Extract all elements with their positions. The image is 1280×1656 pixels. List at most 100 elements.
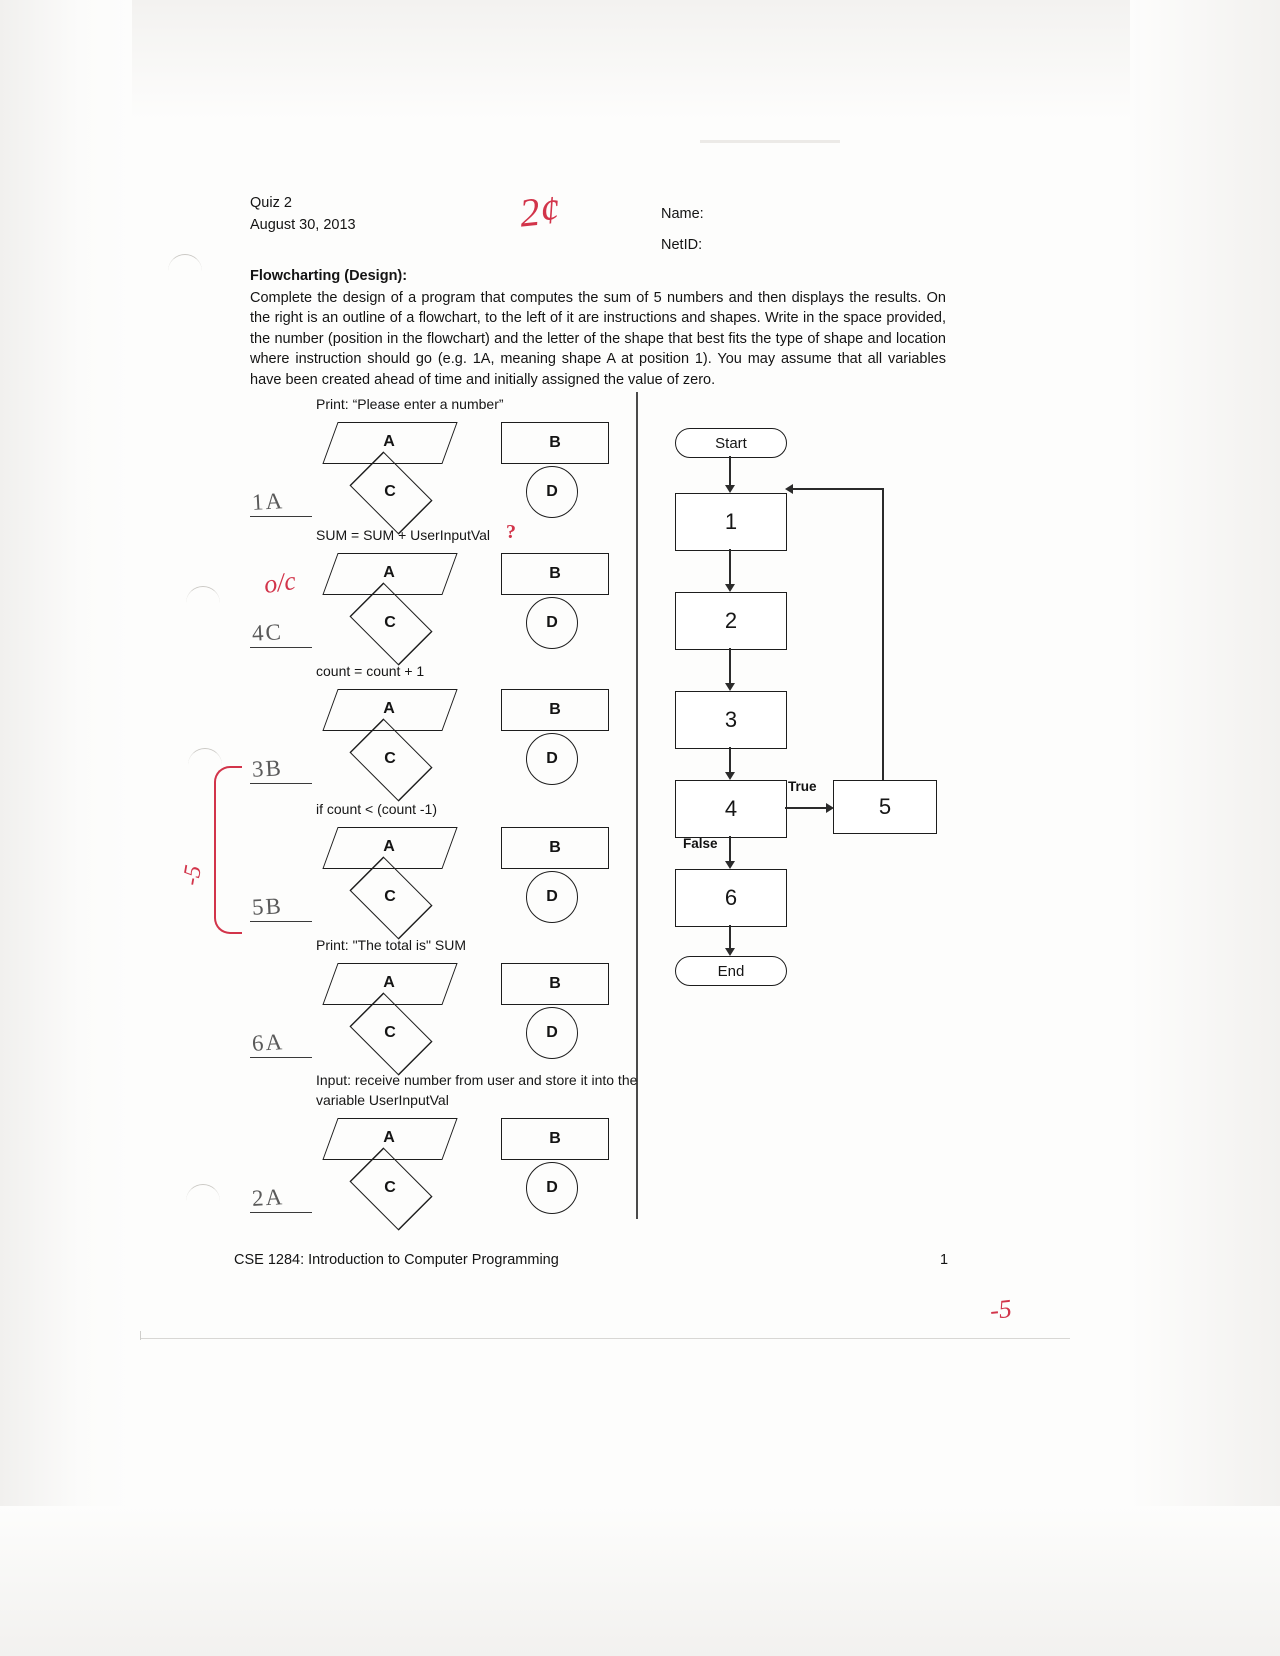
question-prompt: Input: receive number from user and stor… <box>316 1072 638 1108</box>
shape-rectangle[interactable]: B <box>501 422 609 464</box>
question-group: Print: “Please enter a number” A B C D 1… <box>250 396 630 535</box>
question-prompt: SUM = SUM + UserInputVal <box>316 527 491 543</box>
shape-circle[interactable]: D <box>526 466 578 518</box>
question-prompt: Print: “Please enter a number” <box>316 396 504 412</box>
shape-parallelogram-letter: A <box>383 974 395 991</box>
shape-diamond-wrap: C <box>344 451 436 535</box>
scan-artifact-hairline <box>140 1338 1070 1339</box>
answer-blank[interactable]: 3B <box>250 755 312 784</box>
flowchart-node-4: 4 <box>675 780 787 838</box>
quiz-date: August 30, 2013 <box>250 217 356 233</box>
binder-arc-icon <box>186 586 220 603</box>
answer-blank[interactable]: 2A <box>250 1184 312 1213</box>
flowchart-arrowhead <box>725 485 735 493</box>
flowchart-connector <box>729 925 731 951</box>
quiz-header: Quiz 2 August 30, 2013 <box>250 192 356 236</box>
shape-rectangle[interactable]: B <box>501 689 609 731</box>
shape-options-row: A B C D <box>250 827 630 940</box>
shape-diamond-wrap: C <box>344 718 436 802</box>
flowchart-node-5: 5 <box>833 780 937 834</box>
student-identity-block: Name: NetID: <box>661 199 704 261</box>
shape-diamond-letter: C <box>384 888 396 905</box>
question-prompt: if count < (count -1) <box>316 801 438 817</box>
name-label: Name: <box>661 206 704 222</box>
grader-deduction-annotation: -5 <box>177 863 208 888</box>
flowchart-arrowhead <box>826 803 834 813</box>
question-group: if count < (count -1) A B C D 5B <box>250 801 630 940</box>
answer-blank[interactable]: 4C <box>250 619 312 648</box>
flowchart-connector <box>729 456 731 488</box>
grader-ok-annotation: o/c <box>262 565 298 600</box>
question-prompt: Print: "The total is" SUM <box>316 937 466 953</box>
answer-blank[interactable]: 5B <box>250 893 312 922</box>
flowchart-node-1: 1 <box>675 493 787 551</box>
quiz-title: Quiz 2 <box>250 195 292 211</box>
column-divider <box>636 392 638 1219</box>
flowchart-arrowhead <box>725 683 735 691</box>
answer-blank[interactable]: 1A <box>250 488 312 517</box>
binder-arc-icon <box>168 254 202 271</box>
flowchart-diagram: Start 1 2 3 4 True 5 False 6 <box>636 392 1056 1222</box>
flowchart-start-node: Start <box>675 428 787 458</box>
flowchart-arrowhead <box>725 584 735 592</box>
flowchart-end-node: End <box>675 956 787 986</box>
flowchart-connector <box>729 747 731 775</box>
flowchart-node-3: 3 <box>675 691 787 749</box>
answer-handwriting: 1A <box>251 488 285 515</box>
shape-circle[interactable]: D <box>526 871 578 923</box>
answer-handwriting: 4C <box>251 619 284 646</box>
shape-options-row: A B C D <box>250 963 630 1076</box>
question-group: Print: "The total is" SUM A B C D 6A <box>250 937 630 1076</box>
shape-circle[interactable]: D <box>526 1007 578 1059</box>
shape-diamond-letter: C <box>384 483 396 500</box>
scan-edge-shading-top <box>0 0 1280 120</box>
shape-rectangle[interactable]: B <box>501 963 609 1005</box>
question-group: SUM = SUM + UserInputVal A B C D 4C <box>250 527 630 666</box>
shape-parallelogram-letter: A <box>383 1129 395 1146</box>
shape-circle[interactable]: D <box>526 597 578 649</box>
flowchart-node-6: 6 <box>675 869 787 927</box>
shape-parallelogram-letter: A <box>383 700 395 717</box>
grader-bracket-annotation <box>214 766 242 934</box>
netid-label: NetID: <box>661 237 703 253</box>
shape-diamond-letter: C <box>384 1179 396 1196</box>
shape-rectangle[interactable]: B <box>501 827 609 869</box>
flowchart-true-label: True <box>788 779 817 794</box>
shape-options-row: A B C D <box>250 553 630 666</box>
shape-options-row: A B C D <box>250 1118 630 1231</box>
instructions-body: Complete the design of a program that co… <box>250 290 946 388</box>
flowchart-arrowhead <box>725 861 735 869</box>
question-group: Input: receive number from user and stor… <box>250 1070 637 1231</box>
shape-rectangle[interactable]: B <box>501 553 609 595</box>
question-prompt: count = count + 1 <box>316 663 425 679</box>
binder-arc-icon <box>188 748 222 765</box>
flowchart-connector <box>729 549 731 587</box>
flowchart-loop-vertical <box>882 488 884 780</box>
grader-question-annotation: ? <box>506 521 516 543</box>
grader-score-annotation: 2¢ <box>517 186 562 236</box>
shape-parallelogram-letter: A <box>383 433 395 450</box>
shape-diamond-letter: C <box>384 750 396 767</box>
shape-diamond-letter: C <box>384 1024 396 1041</box>
shape-circle[interactable]: D <box>526 733 578 785</box>
shape-diamond-wrap: C <box>344 992 436 1076</box>
shape-diamond-letter: C <box>384 614 396 631</box>
shape-circle[interactable]: D <box>526 1162 578 1214</box>
shape-parallelogram-letter: A <box>383 838 395 855</box>
flowchart-loop-horizontal <box>791 488 884 490</box>
scan-edge-shading-right <box>1130 0 1280 1656</box>
answer-blank[interactable]: 6A <box>250 1029 312 1058</box>
footer-course-name: CSE 1284: Introduction to Computer Progr… <box>234 1252 559 1268</box>
flowchart-false-label: False <box>683 836 718 851</box>
scan-artifact-hairline-tick <box>140 1331 141 1340</box>
answer-handwriting: 2A <box>251 1184 285 1211</box>
shape-diamond-wrap: C <box>344 1147 436 1231</box>
instructions-title: Flowcharting (Design): <box>250 268 408 284</box>
binder-arc-icon <box>186 1184 220 1201</box>
shape-rectangle[interactable]: B <box>501 1118 609 1160</box>
flowchart-arrowhead <box>725 772 735 780</box>
grader-deduction-annotation-bottom: -5 <box>988 1293 1014 1326</box>
flowchart-arrowhead <box>725 948 735 956</box>
flowchart-connector <box>729 648 731 686</box>
